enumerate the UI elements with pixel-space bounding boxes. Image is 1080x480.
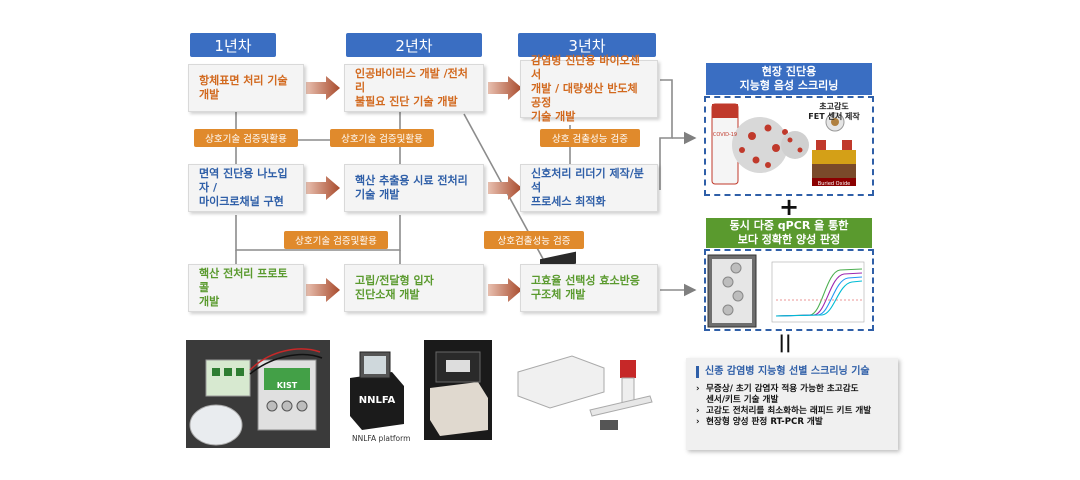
box-enzyme-structure: 고효율 선택성 효소반응 구조체 개발 [520, 264, 658, 312]
tag-mutual-validation-3: 상호기술 검증및활용 [284, 231, 388, 249]
summary-box: 신종 감염병 지능형 선별 스크리닝 기술 무증상/ 초기 감염자 적용 가능한… [686, 358, 898, 450]
plus-symbol: + [778, 193, 800, 221]
reader-device-photo [424, 340, 492, 440]
flow-arrow [306, 76, 340, 100]
buried-oxide-label: Buried Oxide [817, 181, 851, 187]
panel-bottom-frame [704, 249, 874, 331]
panel-top-frame [704, 96, 874, 196]
summary-item: 현장형 양성 판정 RT-PCR 개발 [696, 417, 890, 428]
kist-label: KIST [276, 381, 298, 390]
nnlfa-label: NNLFA [358, 395, 396, 406]
year-header-2: 2년차 [346, 33, 482, 57]
summary-item: 무증상/ 초기 감염자 적용 가능한 초고감도 센서/키트 기술 개발 [696, 384, 890, 406]
box-particle-material: 고립/전달형 입자 진단소재 개발 [344, 264, 484, 312]
connector-lines [235, 79, 697, 297]
box-antibody-surface: 항체표면 처리 기술 개발 [188, 64, 304, 112]
flow-arrows [306, 76, 522, 302]
nnlfa-device-photo [350, 351, 404, 430]
year-header-3: 3년차 [518, 33, 656, 57]
year-header-1: 1년차 [190, 33, 276, 57]
nnlfa-caption: NNLFA platform [352, 434, 411, 443]
box-nucleic-extraction: 핵산 추출용 시료 전처리 기술 개발 [344, 164, 484, 212]
kist-device-photo [186, 340, 330, 448]
flow-arrow [488, 278, 522, 302]
flow-arrow [306, 278, 340, 302]
tag-mutual-validation-2: 상호기술 검증및활용 [330, 129, 434, 147]
box-signal-reader: 신호처리 리더기 제작/분석 프로세스 최적화 [520, 164, 658, 212]
flow-arrow [306, 176, 340, 200]
fet-sensor-label: 초고감도 FET 센서 제작 [808, 102, 860, 121]
summary-list: 무증상/ 초기 감염자 적용 가능한 초고감도 센서/키트 기술 개발 고감도 … [696, 384, 890, 428]
qpcr-illustration [707, 254, 865, 328]
covid-label: COVID-19 [712, 132, 738, 138]
flow-arrow [488, 76, 522, 100]
tag-detection-validation-2: 상호검출성능 검증 [484, 231, 584, 249]
summary-title: 신종 감염병 지능형 선별 스크리닝 기술 [696, 366, 890, 378]
tag-mutual-validation-1: 상호기술 검증및활용 [194, 129, 298, 147]
box-nucleic-protocol: 핵산 전처리 프로토콜 개발 [188, 264, 304, 312]
summary-item: 고감도 전처리를 최소화하는 래피드 키트 개발 [696, 406, 890, 417]
tag-detection-validation-1: 상호 검출성능 검증 [540, 129, 640, 147]
panel-bottom-title: 동시 다중 qPCR 을 통한 보다 정확한 양성 판정 [706, 218, 872, 248]
box-artificial-virus: 인공바이러스 개발 /전처리 불필요 진단 기술 개발 [344, 64, 484, 112]
flow-arrow [488, 176, 522, 200]
box-biosensor: 감염병 진단용 바이오센서 개발 / 대량생산 반도체 공정 기술 개발 [520, 54, 658, 123]
equals-symbol: || [778, 332, 792, 353]
box-nanoparticle: 면역 진단용 나노입자 / 마이크로채널 구현 [188, 164, 304, 212]
panel-top-title: 현장 진단용 지능형 음성 스크리닝 [706, 63, 872, 95]
covid-sensor-illustration [710, 98, 860, 194]
